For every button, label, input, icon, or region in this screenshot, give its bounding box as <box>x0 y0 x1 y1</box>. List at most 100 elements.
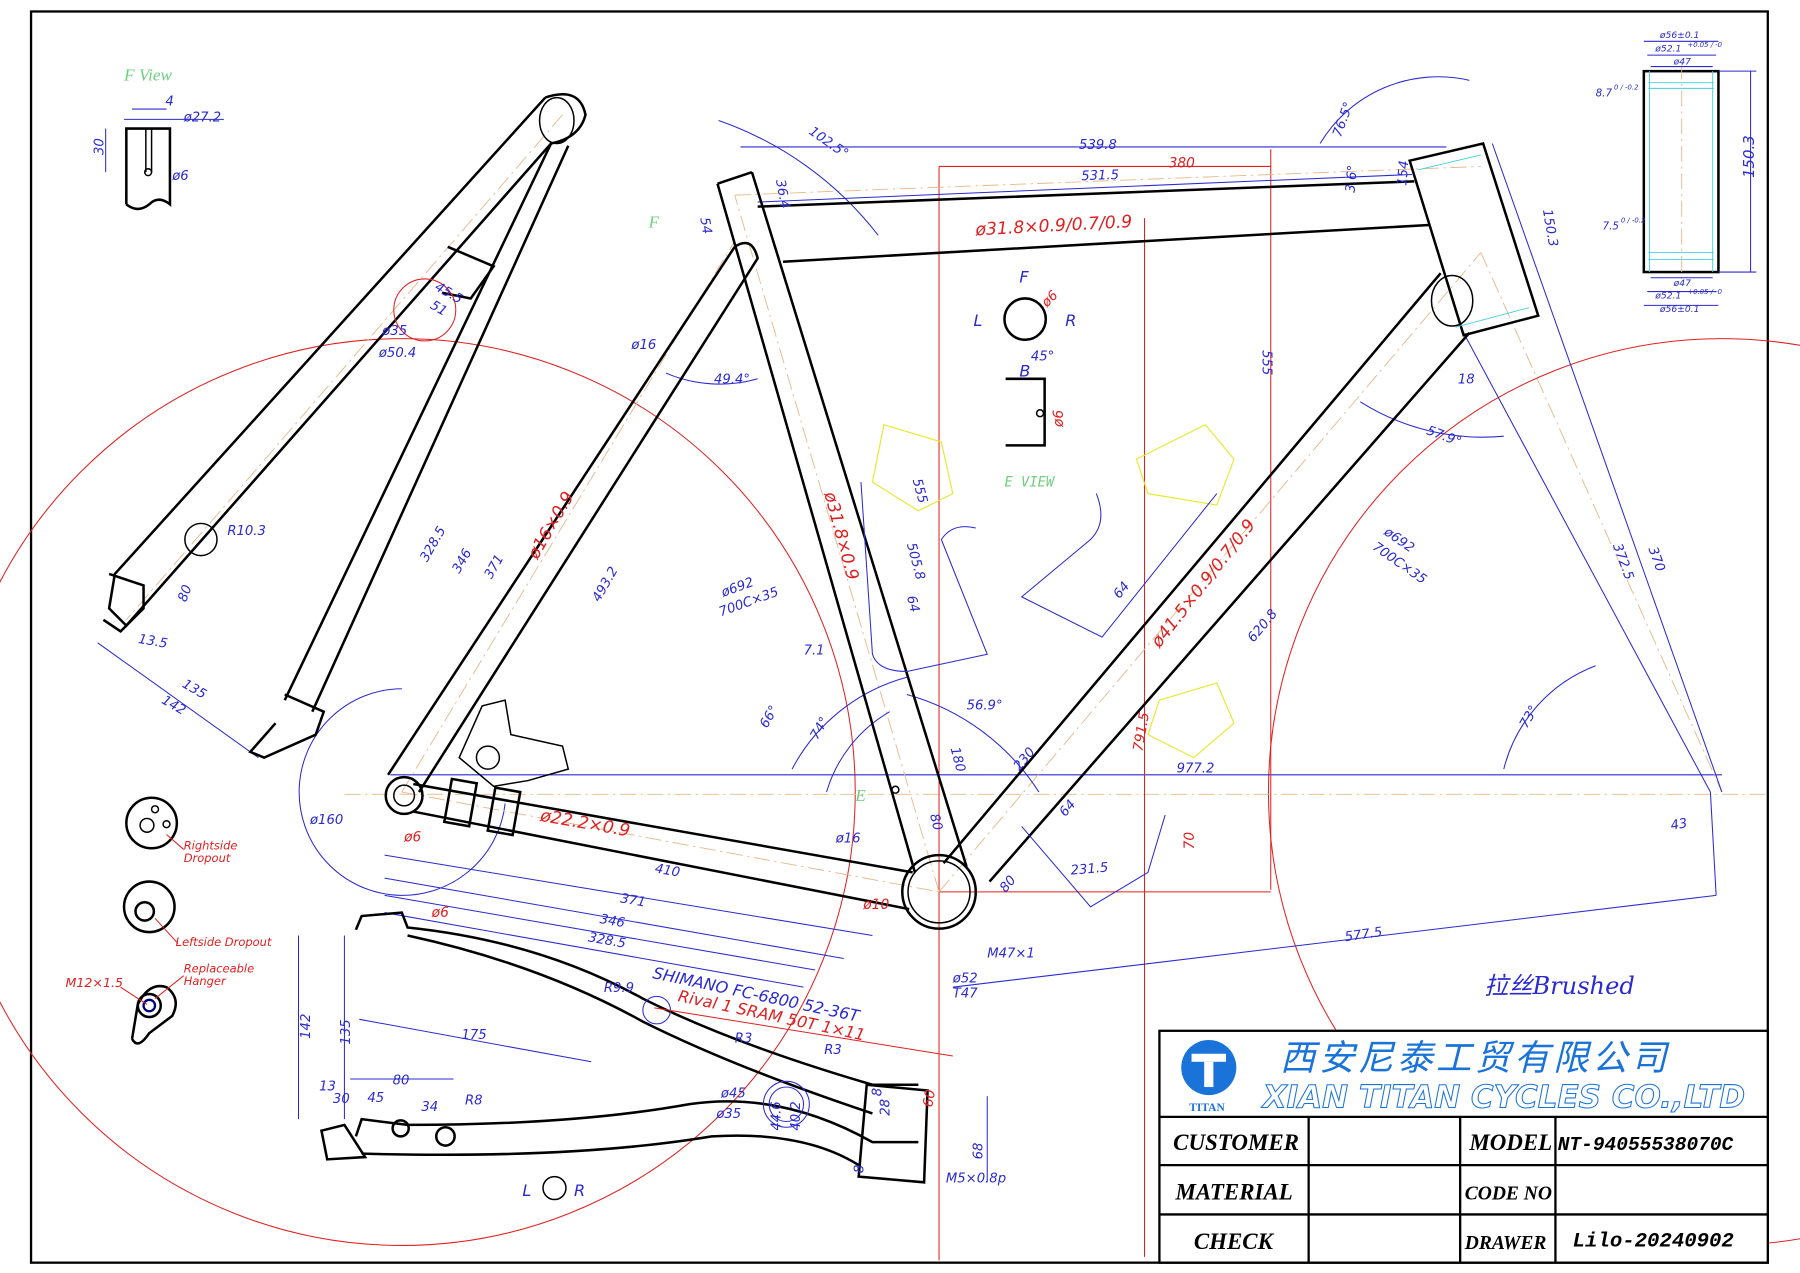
parts-hanger-1-label: Hanger <box>184 974 227 988</box>
red_notes-9-label: ø10 <box>862 897 889 913</box>
red_notes-13-label: ø6 <box>1051 410 1067 428</box>
e-view-l: L <box>973 311 982 330</box>
bottle-cages <box>860 423 1235 908</box>
dims-38-label: 49.4° <box>714 372 750 387</box>
red_notes-11-label: 791.5 <box>1130 711 1153 753</box>
dims-74-label: 45 <box>367 1091 384 1106</box>
parts-hanger-0-label: Replaceable <box>184 961 254 975</box>
dims-49-label: 13.5 <box>137 632 169 652</box>
dropout-details <box>120 796 185 1045</box>
dims-46-label: 51 <box>427 298 449 319</box>
model-label: MODEL <box>1468 1130 1552 1155</box>
main-frame <box>384 141 1540 930</box>
dims-68-label: 68 <box>972 1143 987 1160</box>
dims-72-label: 135 <box>339 1019 354 1044</box>
dims-59-label: T47 <box>953 987 978 1002</box>
dims-63-label: R3 <box>824 1043 842 1058</box>
f-view-dimensions: 4 ø27.2 30 ø6 <box>92 95 221 185</box>
e-view-b: B <box>1019 362 1030 381</box>
dims-26-label: 80 <box>926 812 945 832</box>
dims-61-label: R9.9 <box>604 981 634 996</box>
dims-39-label: ø16 <box>630 338 656 353</box>
headtube_detail-bottom_depth_tol-label: 0 / -0.2 <box>1621 217 1645 225</box>
bottom-r: R <box>574 1181 585 1200</box>
dims-4-label: 54 <box>696 216 714 235</box>
red_notes-10-label: 70 <box>1182 832 1198 850</box>
dims-31-label: 555 <box>909 477 930 505</box>
company-name-cn: 西安尼泰工贸有限公司 <box>1280 1038 1670 1079</box>
red_notes-8-label: ø6 <box>431 905 449 921</box>
headtube_detail-bottom_depth-label: 7.5 <box>1603 221 1619 233</box>
code-no-label: CODE NO <box>1465 1184 1552 1205</box>
top-tube <box>757 180 1430 263</box>
red_notes-7-label: ø6 <box>403 829 421 845</box>
e-view-title: E VIEW <box>1004 475 1055 491</box>
headtube_detail-outer_top-label: ø56±0.1 <box>1659 30 1700 41</box>
dims-9-label: 18 <box>1458 372 1475 387</box>
f-arrow-label: F <box>648 212 660 231</box>
dims-73-label: 80 <box>393 1074 410 1089</box>
dims-82-label: 8 <box>852 1165 867 1173</box>
seat-stay <box>386 241 760 793</box>
drawer-value: Lilo-20240902 <box>1573 1231 1734 1254</box>
dims-80-label: 28 <box>879 1099 894 1116</box>
dims-25-label: 180 <box>947 746 968 774</box>
down-tube <box>942 272 1471 883</box>
dims-62-label: R3 <box>735 1031 753 1046</box>
dims-48-label: 80 <box>176 583 196 604</box>
dims-55-label: 346 <box>599 912 626 931</box>
dims-27-label: ø16 <box>835 832 861 847</box>
seat-tube <box>716 170 968 873</box>
brake-caliper <box>458 699 570 788</box>
dims-28-label: 7.1 <box>804 643 825 658</box>
f-view-detail <box>105 108 224 211</box>
red_notes-0-label: 380 <box>1169 156 1196 172</box>
dims-75-label: 34 <box>421 1100 438 1115</box>
dims-7-label: 154 <box>1395 160 1412 186</box>
f-view-title: F View <box>123 65 172 84</box>
dims-30-label: 64 <box>903 594 922 614</box>
dims-79-label: 977.2 <box>1177 762 1215 777</box>
drawer-label: DRAWER <box>1464 1233 1547 1254</box>
dims-54-label: 371 <box>619 891 646 910</box>
dims-8-label: 150.3 <box>1539 208 1560 248</box>
dims-17-label: 577.5 <box>1344 925 1383 945</box>
dims-52-label: ø160 <box>309 813 343 828</box>
bottom-bracket <box>901 853 978 930</box>
chainstay-top-view <box>297 911 988 1201</box>
titan-logo: TITAN <box>1181 1039 1237 1114</box>
dims-3-label: 36.4 <box>772 178 792 210</box>
dims-1-label: 539.8 <box>1079 138 1117 153</box>
e-view-f: F <box>1019 267 1029 286</box>
parts-right_dropout-0-label: Rightside <box>184 838 238 852</box>
dims-58-label: ø52 <box>952 972 978 987</box>
headtube-bearing-dimensions: ø56±0.1 ø52.1 +0.05 / -0 ø47 ø47 ø52.1 +… <box>1596 30 1758 315</box>
dims-66-label: 44.6 <box>770 1101 785 1130</box>
e-view-r: R <box>1065 311 1076 330</box>
parts-right_dropout-1-label: Dropout <box>184 851 231 865</box>
dims-65-label: ø35 <box>715 1107 741 1122</box>
headtube_detail-top_depth_tol-label: 0 / -0.2 <box>1614 84 1638 92</box>
seat-stay-detail <box>102 93 587 759</box>
dims-70-label: 175 <box>462 1028 487 1043</box>
bottom-l: L <box>522 1181 531 1200</box>
finish-note: 拉丝Brushed <box>1484 972 1635 1000</box>
company-name-en: XIAN TITAN CYCLES CO.,LTD <box>1261 1080 1745 1116</box>
dims-19-label: 231.5 <box>1070 860 1109 878</box>
parts-left_dropout-label: Leftside Dropout <box>176 935 272 949</box>
dims-6-label: 3.6° <box>1344 164 1361 193</box>
dims-2-label: 531.5 <box>1081 168 1119 184</box>
f_view-slot-label: 4 <box>165 95 173 110</box>
headtube-bearing-detail <box>1642 40 1757 306</box>
red_notes-12-label: 60 <box>920 1088 939 1108</box>
headtube_detail-seat_tol_b-label: +0.05 / -0 <box>1687 288 1722 296</box>
dims-47-label: R10.3 <box>227 524 266 539</box>
dims-76-label: R8 <box>465 1093 483 1108</box>
dims-69-label: M5×0.8p <box>946 1171 1006 1186</box>
headtube_detail-inner_bottom-label: ø47 <box>1673 278 1691 289</box>
dims-71-label: 142 <box>299 1014 314 1039</box>
f_view-depth-label: 30 <box>92 138 107 155</box>
dims-53-label: 410 <box>654 862 681 881</box>
title_block-logo_text-label: TITAN <box>1189 1102 1225 1114</box>
